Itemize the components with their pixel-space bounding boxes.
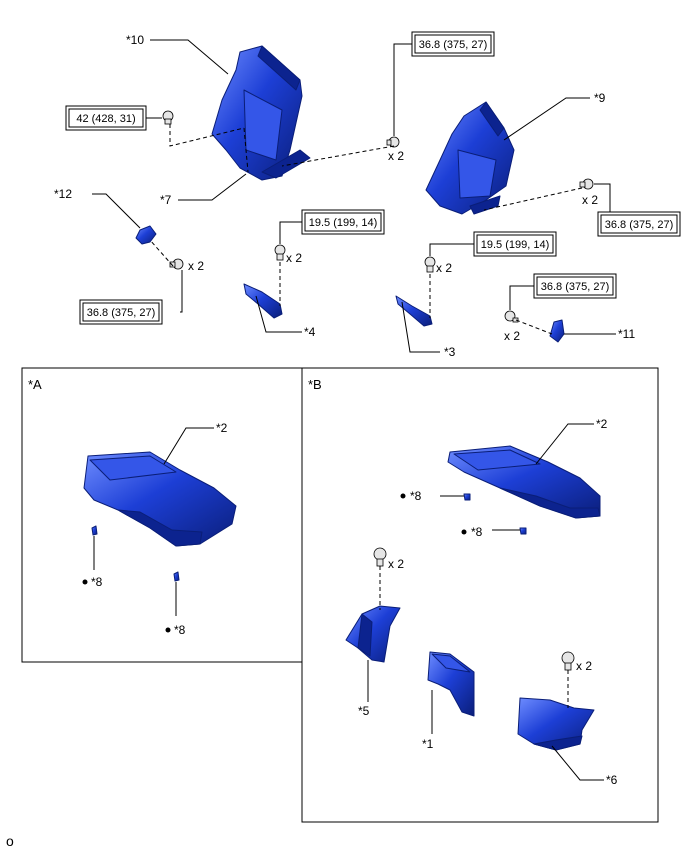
torque-box-2: 42 (428, 31) bbox=[65, 105, 147, 131]
dashed-line bbox=[169, 124, 245, 147]
bolt-icon bbox=[561, 651, 575, 671]
bolt-icon bbox=[274, 244, 286, 261]
torque-box-3: 36.8 (375, 27) bbox=[597, 211, 681, 237]
callout-label: *3 bbox=[444, 345, 456, 359]
leader-line bbox=[178, 173, 247, 201]
seat-cushion-part-2 bbox=[83, 451, 237, 547]
callout-label: *5 bbox=[358, 704, 370, 718]
view-box-b bbox=[301, 367, 659, 823]
leader-line bbox=[180, 270, 183, 313]
bolt-icon bbox=[162, 110, 174, 125]
leader-line bbox=[429, 243, 474, 256]
bracket-part-11 bbox=[549, 319, 565, 343]
leader-line bbox=[503, 97, 590, 141]
callout-label: *8 bbox=[174, 623, 186, 637]
callout-label: *9 bbox=[594, 91, 606, 105]
clip-part-8 bbox=[463, 493, 471, 501]
leader-line bbox=[92, 193, 141, 229]
leader-line bbox=[509, 285, 534, 310]
dot-marker bbox=[82, 579, 88, 585]
dashed-line bbox=[483, 187, 583, 211]
leader-line bbox=[393, 43, 412, 136]
leader-line bbox=[279, 221, 302, 244]
dashed-line bbox=[149, 239, 174, 267]
bolt-icon bbox=[504, 310, 519, 323]
dashed-line bbox=[243, 127, 249, 173]
callout-label: *1 bbox=[422, 737, 434, 751]
callout-label: *7 bbox=[160, 193, 172, 207]
leader-line bbox=[594, 183, 611, 212]
leader-line bbox=[163, 427, 214, 465]
seatback-left-part-10 bbox=[211, 45, 311, 181]
bracket-part-3 bbox=[395, 295, 433, 327]
torque-box-7: 36.8 (375, 27) bbox=[79, 299, 163, 325]
clip-part-8 bbox=[519, 527, 527, 535]
torque-box-4: 19.5 (199, 14) bbox=[301, 209, 385, 235]
dashed-line bbox=[281, 145, 395, 167]
leader-line bbox=[551, 745, 604, 781]
bolt-icon bbox=[579, 178, 594, 190]
callout-label: *2 bbox=[216, 421, 228, 435]
callout-label: *4 bbox=[304, 325, 316, 339]
callout-label: *11 bbox=[618, 327, 635, 341]
callout-label: *8 bbox=[471, 525, 483, 539]
quantity-label: x 2 bbox=[582, 193, 598, 207]
leader-line bbox=[255, 295, 302, 333]
dot-marker bbox=[461, 529, 467, 535]
seatback-right-part-9 bbox=[425, 101, 515, 215]
svg-text:36.8 (375, 27): 36.8 (375, 27) bbox=[419, 39, 488, 51]
svg-text:42 (428, 31): 42 (428, 31) bbox=[76, 113, 135, 125]
quantity-label: x 2 bbox=[286, 251, 302, 265]
quantity-label: x 2 bbox=[388, 149, 404, 163]
svg-text:36.8 (375, 27): 36.8 (375, 27) bbox=[87, 307, 156, 319]
callout-label: *10 bbox=[126, 33, 144, 47]
side-cover-part-6 bbox=[517, 697, 595, 751]
bolt-icon bbox=[169, 258, 184, 270]
callout-label: *2 bbox=[596, 417, 608, 431]
svg-text:19.5 (199, 14): 19.5 (199, 14) bbox=[309, 217, 378, 229]
bracket-part-4 bbox=[243, 283, 283, 319]
callout-label: *8 bbox=[91, 575, 103, 589]
leader-line bbox=[150, 39, 229, 75]
leader-line bbox=[535, 423, 594, 465]
torque-box-5: 19.5 (199, 14) bbox=[473, 231, 557, 257]
quantity-label: x 2 bbox=[504, 329, 520, 343]
bracket-part-12 bbox=[135, 225, 157, 245]
svg-text:36.8 (375, 27): 36.8 (375, 27) bbox=[541, 281, 610, 293]
quantity-label: x 2 bbox=[576, 659, 592, 673]
torque-box-6: 36.8 (375, 27) bbox=[533, 273, 617, 299]
leader-line bbox=[401, 301, 440, 353]
svg-text:36.8 (375, 27): 36.8 (375, 27) bbox=[605, 219, 674, 231]
dot-marker bbox=[165, 627, 171, 633]
panel-part-1 bbox=[427, 651, 475, 717]
seat-cushion-part-2 bbox=[447, 445, 601, 519]
quantity-label: x 2 bbox=[188, 259, 204, 273]
dashed-line bbox=[515, 319, 553, 335]
quantity-label: x 2 bbox=[436, 261, 452, 275]
dot-marker bbox=[400, 493, 406, 499]
bolt-icon bbox=[424, 256, 436, 273]
figure-code: o bbox=[6, 833, 14, 849]
quantity-label: x 2 bbox=[388, 557, 404, 571]
callout-label: *12 bbox=[54, 187, 72, 201]
bolt-icon bbox=[373, 547, 387, 567]
view-box-label: *A bbox=[28, 377, 42, 392]
clip-part-8 bbox=[173, 571, 180, 582]
side-cover-part-5 bbox=[345, 605, 401, 663]
torque-box-1: 36.8 (375, 27) bbox=[411, 31, 495, 57]
view-box-label: *B bbox=[308, 377, 322, 392]
svg-text:19.5 (199, 14): 19.5 (199, 14) bbox=[481, 239, 550, 251]
callout-label: *8 bbox=[410, 489, 422, 503]
clip-part-8 bbox=[91, 525, 98, 536]
bolt-icon bbox=[386, 136, 400, 148]
callout-label: *6 bbox=[606, 773, 618, 787]
